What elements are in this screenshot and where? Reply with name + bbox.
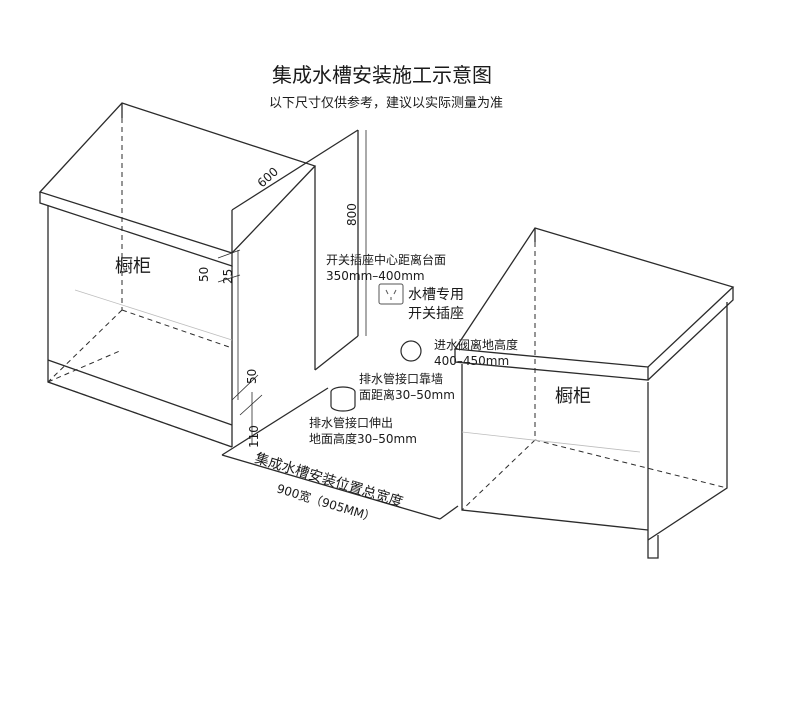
left-cabinet — [38, 102, 317, 448]
depth-dimension: 600 — [255, 164, 281, 190]
bottom-offset-dimension: 50 — [245, 369, 259, 384]
sink-zone — [217, 129, 459, 520]
page-title: 集成水槽安装施工示意图 — [272, 63, 492, 87]
drain-pipe-icon — [330, 386, 356, 412]
socket-callout-line1: 开关插座中心距离台面 — [326, 252, 446, 267]
socket-icon — [378, 283, 404, 305]
side-offset-dimension: 25 — [221, 269, 235, 284]
right-cabinet-label: 橱柜 — [555, 386, 591, 407]
water-valve-line2: 400–450mm — [434, 354, 509, 368]
drain-wall-line2: 面距离30–50mm — [359, 387, 455, 402]
drain-floor-line2: 地面高度30–50mm — [309, 431, 417, 446]
water-valve-line1: 进水阀离地高度 — [434, 337, 518, 352]
socket-label-line1: 水槽专用 — [408, 287, 464, 303]
right-cabinet — [453, 227, 735, 559]
left-cabinet-label: 橱柜 — [115, 256, 151, 277]
drain-floor-line1: 排水管接口伸出 — [309, 415, 393, 430]
water-valve-icon — [400, 340, 422, 362]
page-subtitle: 以下尺寸仅供参考，建议以实际测量为准 — [269, 95, 503, 111]
floor-offset-dimension: 110 — [247, 425, 261, 448]
socket-label-line2: 开关插座 — [408, 306, 464, 322]
top-offset-dimension: 50 — [197, 267, 211, 282]
socket-callout-line2: 350mm–400mm — [326, 269, 425, 283]
drain-wall-line1: 排水管接口靠墙 — [359, 371, 443, 386]
height-dimension: 800 — [345, 203, 359, 226]
